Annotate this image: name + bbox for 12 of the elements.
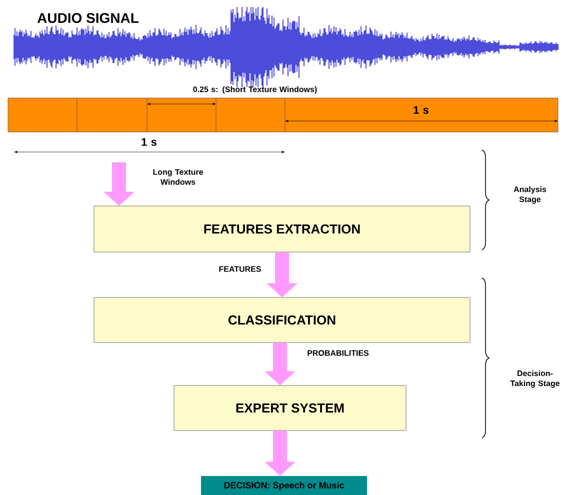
decision-box: DECISION: Speech or Music [201, 476, 367, 495]
edge-label: Long Texture Windows [153, 169, 203, 185]
title: AUDIO SIGNAL [37, 13, 138, 23]
window-bar [8, 98, 558, 132]
dimension-label: 1 s [414, 106, 428, 114]
edge-label: FEATURES [219, 266, 261, 272]
process-box: FEATURES EXTRACTION [94, 206, 470, 252]
stage-label: Analysis Stage [514, 186, 546, 204]
stage-label: Decision-Taking Stage [510, 370, 560, 388]
process-box: EXPERT SYSTEM [174, 385, 406, 431]
edge-label: PROBABILITIES [308, 350, 369, 356]
process-box: CLASSIFICATION [94, 297, 470, 343]
